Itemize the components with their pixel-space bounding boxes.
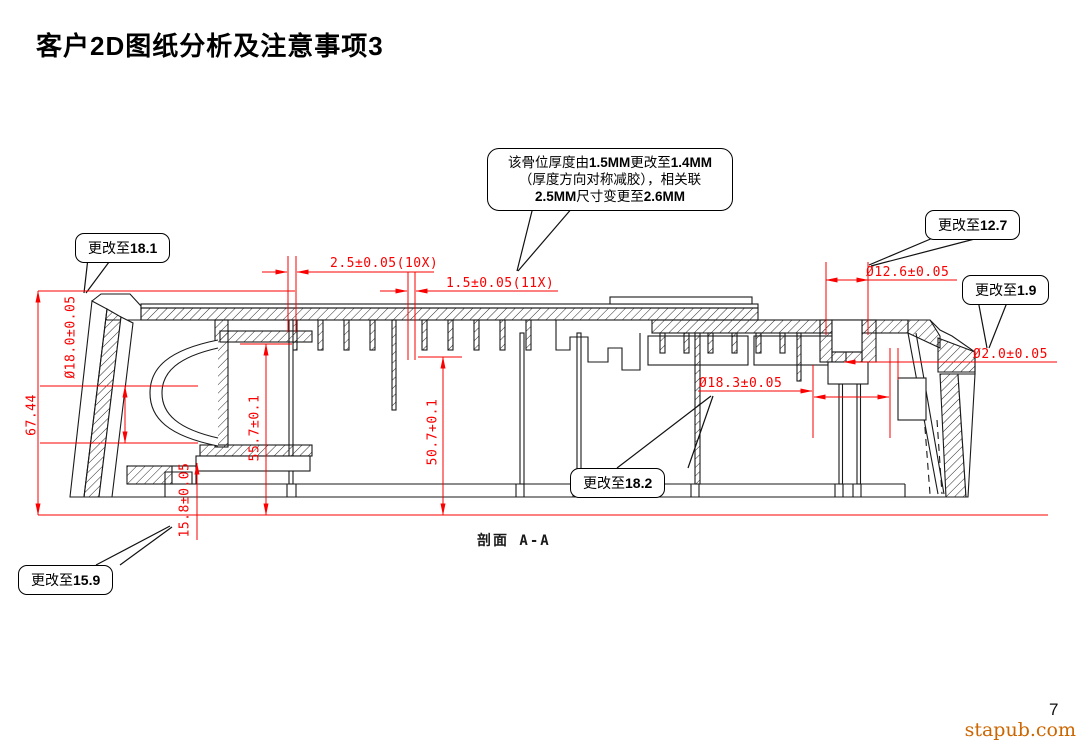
- callout-value: 1.9: [1017, 282, 1037, 298]
- leader-1-9: [977, 299, 1009, 349]
- callout-value: 12.7: [980, 217, 1008, 233]
- right-comb-teeth: [659, 332, 802, 382]
- callout-change-18-1: 更改至18.1: [75, 233, 171, 263]
- left-comb-teeth: [291, 319, 532, 411]
- dome-outer: [149, 339, 219, 447]
- top-plate-hatch-left: [140, 307, 759, 321]
- right-nose-wall: [897, 319, 976, 498]
- page-number: 7: [1049, 700, 1059, 719]
- dimension-annotations: [35, 256, 1057, 540]
- part-cross-section: [69, 293, 976, 498]
- dim-15-8: 15.8±0.05: [178, 463, 193, 538]
- section-view-label: 剖面 A-A: [477, 533, 551, 549]
- dim-2-0: Ø2.0±0.05: [973, 347, 1048, 362]
- top-plate-raised: [609, 296, 753, 305]
- dim-18-3: Ø18.3±0.05: [699, 376, 782, 391]
- callout-change-15-9: 更改至15.9: [18, 565, 114, 595]
- callout-leader-lines: [83, 206, 1009, 566]
- bottom-plate: [70, 471, 968, 498]
- bubble-line-2: （厚度方向对称减胶），相关联: [518, 172, 702, 187]
- leader-18-1: [83, 257, 113, 294]
- dimension-texts: 2.5±0.05(10X) 1.5±0.05(11X) Ø12.6±0.05 Ø…: [25, 256, 1048, 537]
- interior-ribs: [288, 319, 862, 485]
- leader-15-9: [95, 525, 173, 566]
- leader-12-7: [868, 234, 991, 267]
- mid-box-1: [647, 335, 749, 366]
- left-interior: [126, 319, 313, 485]
- dim-12-6: Ø12.6±0.05: [866, 265, 949, 280]
- slide-title: 客户2D图纸分析及注意事项3: [36, 31, 384, 61]
- callout-change-1-9: 更改至1.9: [962, 275, 1050, 305]
- top-plate-strip: [140, 303, 759, 309]
- dim-50-7: 50.7+0.1: [426, 399, 441, 466]
- right-boss: [819, 319, 877, 385]
- leader-18-2: [616, 395, 714, 469]
- watermark: stapub.com: [964, 719, 1076, 741]
- callout-value: 18.1: [130, 240, 158, 256]
- dim-55-7: 55.7±0.1: [248, 395, 263, 462]
- dim-2-5: 2.5±0.05(10X): [330, 256, 438, 271]
- center-funnel: [555, 320, 641, 371]
- dim-67-44: 67.44: [25, 394, 40, 436]
- dim-1-5: 1.5±0.05(11X): [446, 276, 554, 291]
- callout-change-18-2: 更改至18.2: [570, 468, 666, 498]
- dome-inner: [161, 347, 219, 439]
- callout-value: 18.2: [625, 475, 653, 491]
- bubble-line-3: 2.5MM尺寸变更至2.6MM: [534, 189, 686, 204]
- note-bubble: 该骨位厚度由1.5MM更改至1.4MM （厚度方向对称减胶），相关联 2.5MM…: [487, 148, 733, 211]
- callout-value: 15.9: [73, 572, 101, 588]
- dim-18-0: Ø18.0±0.05: [64, 295, 79, 378]
- callout-change-12-7: 更改至12.7: [925, 210, 1021, 240]
- bubble-line-1: 该骨位厚度由1.5MM更改至1.4MM: [507, 155, 713, 170]
- leader-bubble: [516, 206, 574, 272]
